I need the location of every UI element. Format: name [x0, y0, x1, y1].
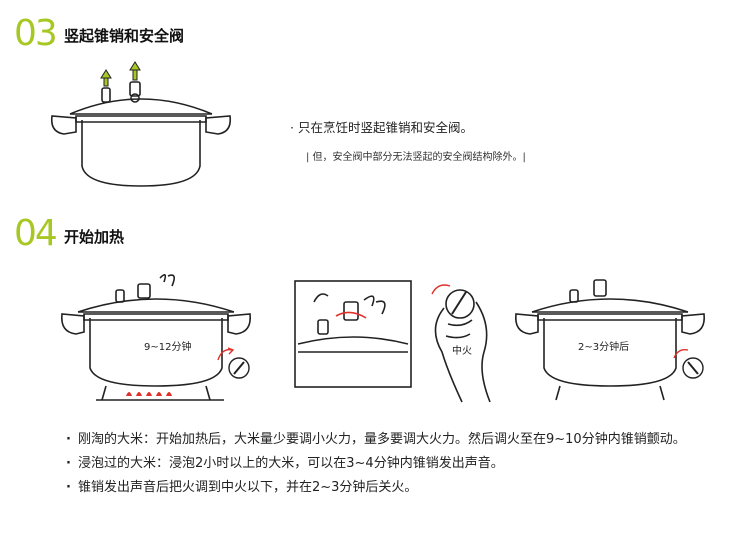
step-04-instructions: 刚淘的大米：开始加热后，大米量少要调小火力，量多要调大火力。然后调火至在9~10… — [64, 428, 724, 500]
step-04-title: 开始加热 — [64, 228, 125, 246]
pressure-cooker-heating-illustration: 9~12分钟 — [60, 274, 252, 401]
step-04-number: 04 — [14, 213, 58, 254]
pot2-time-label: 2~3分钟后 — [578, 340, 629, 353]
step-03-title: 竖起锥销和安全阀 — [64, 27, 185, 45]
hand-knob-illustration: 中火 — [431, 284, 491, 403]
pressure-cooker-after-illustration: 2~3分钟后 — [514, 279, 706, 401]
medium-heat-label: 中火 — [452, 344, 472, 357]
step-03-note: · 只在烹饪时竖起锥销和安全阀。 — [290, 120, 473, 135]
instruction-item: 浸泡过的大米：浸泡2小时以上的大米，可以在3~4分钟内锥销发出声音。 — [64, 452, 724, 476]
step-03-subnote: | 但，安全阀中部分无法竖起的安全阀结构除外。| — [306, 152, 526, 163]
instruction-item: 刚淘的大米：开始加热后，大米量少要调小火力，量多要调大火力。然后调火至在9~10… — [64, 428, 724, 452]
instruction-item: 锥销发出声音后把火调到中火以下，并在2~3分钟后关火。 — [64, 476, 724, 500]
pot1-time-label: 9~12分钟 — [144, 340, 191, 353]
pressure-cooker-illustration-03 — [50, 61, 232, 187]
step-03-number: 03 — [14, 13, 58, 54]
pin-closeup-illustration — [294, 280, 412, 388]
